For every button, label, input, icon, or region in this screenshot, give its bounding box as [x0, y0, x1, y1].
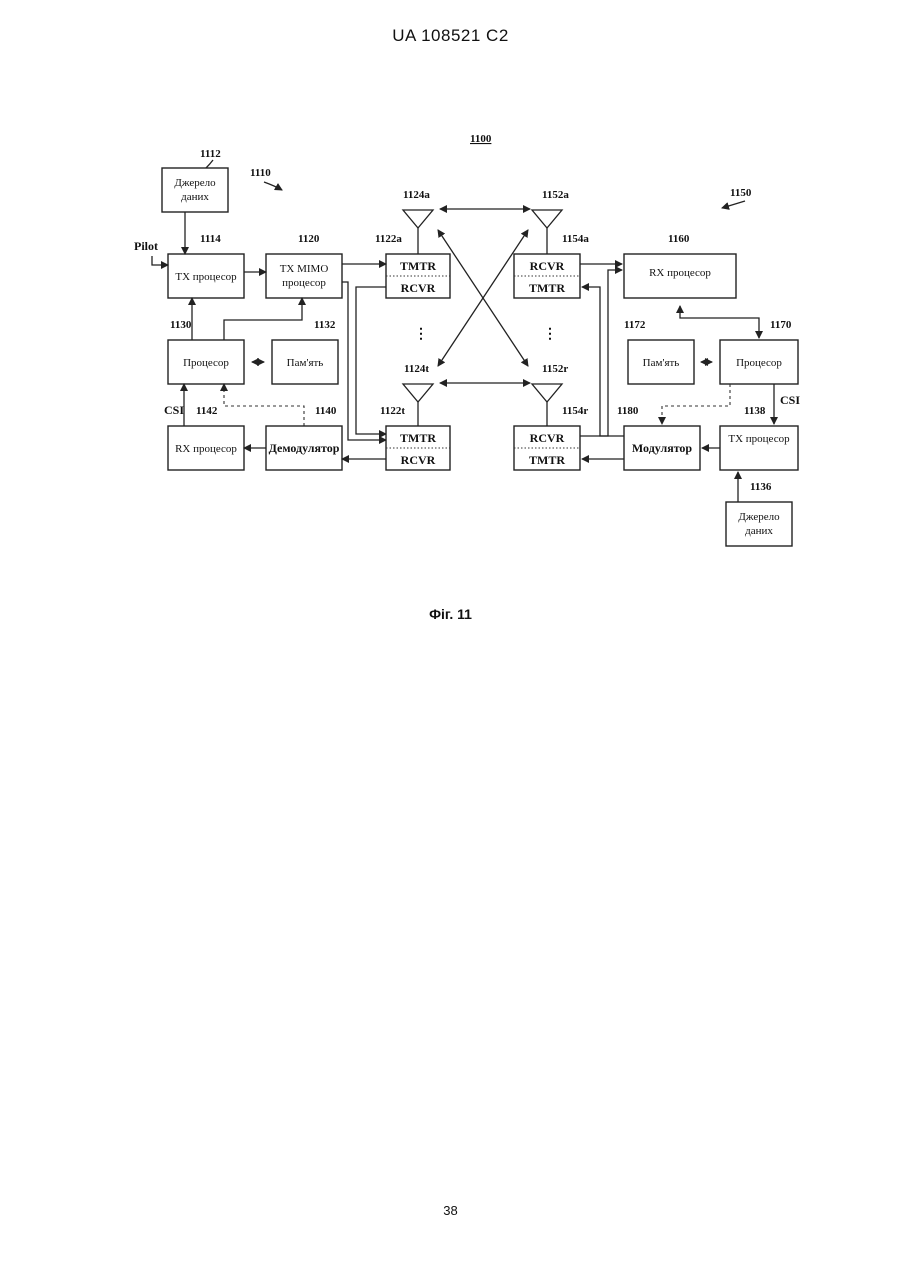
rcvr-1154r-label: RCVR — [530, 431, 565, 445]
data-source-left-label-2: даних — [181, 191, 209, 203]
ref-1122a: 1122a — [375, 233, 402, 245]
ref-1100: 1100 — [470, 133, 492, 145]
antenna-ellipsis-left: ⋮ — [414, 327, 428, 342]
ref-1152r: 1152r — [542, 363, 568, 375]
data-source-left-box — [162, 168, 228, 212]
ref-1142: 1142 — [196, 405, 218, 417]
modulator-label: Модулятор — [632, 441, 693, 455]
figure-caption: Фіг. 11 — [0, 606, 901, 622]
ref-1152a: 1152a — [542, 189, 569, 201]
page-number: 38 — [0, 1203, 901, 1218]
tx-processor-right-label: ТХ процесор — [728, 433, 790, 445]
ref-1140: 1140 — [315, 405, 337, 417]
ref-1170: 1170 — [770, 319, 792, 331]
mimo-system-diagram: 1100 1110 1150 Джерело даних 1112 ТХ про… — [0, 0, 901, 600]
ref-1160: 1160 — [668, 233, 690, 245]
csi-right-label: CSI — [780, 393, 800, 407]
antenna-ellipsis-right: ⋮ — [543, 327, 557, 342]
tx-mimo-processor-box — [266, 254, 342, 298]
memory-left-label: Пам'ять — [287, 357, 324, 369]
ref-1154r: 1154r — [562, 405, 588, 417]
ref-1122t: 1122t — [380, 405, 405, 417]
processor-left-label: Процесор — [183, 357, 229, 369]
rx-processor-left-label: RX процесор — [175, 443, 237, 455]
ref-1114: 1114 — [200, 233, 221, 245]
ref-1110: 1110 — [250, 167, 271, 179]
ref-1124a: 1124a — [403, 189, 430, 201]
processor-right-label: Процесор — [736, 357, 782, 369]
ref-1154a: 1154a — [562, 233, 589, 245]
ref-1136: 1136 — [750, 481, 772, 493]
ref-1124t: 1124t — [404, 363, 429, 375]
tmtr-1154r-label: TMTR — [529, 453, 565, 467]
tx-mimo-label-1: ТХ МІМО — [280, 263, 329, 275]
csi-left-label: CSI — [164, 403, 184, 417]
demodulator-label: Демодулятор — [269, 441, 340, 455]
data-source-right-label-2: даних — [745, 525, 773, 537]
ref-1130: 1130 — [170, 319, 192, 331]
ref-1150: 1150 — [730, 187, 752, 199]
ref-1120: 1120 — [298, 233, 320, 245]
tx-mimo-label-2: процесор — [282, 277, 326, 289]
rcvr-1154a-label: RCVR — [530, 259, 565, 273]
data-source-right-box — [726, 502, 792, 546]
ref-1112: 1112 — [200, 148, 221, 160]
ref-1138: 1138 — [744, 405, 766, 417]
data-source-left-label-1: Джерело — [174, 177, 216, 189]
rx-processor-right-label: RX процесор — [649, 267, 711, 279]
tmtr-1154a-label: TMTR — [529, 281, 565, 295]
memory-right-label: Пам'ять — [643, 357, 680, 369]
tx-processor-left-label: ТХ процесор — [175, 271, 237, 283]
rcvr-1122t-label: RCVR — [401, 453, 436, 467]
tmtr-1122t-label: TMTR — [400, 431, 436, 445]
rcvr-1122a-label: RCVR — [401, 281, 436, 295]
ref-1132: 1132 — [314, 319, 336, 331]
pilot-label: Pilot — [134, 239, 158, 253]
ref-1172: 1172 — [624, 319, 646, 331]
data-source-right-label-1: Джерело — [738, 511, 780, 523]
tmtr-1122a-label: TMTR — [400, 259, 436, 273]
ref-1180: 1180 — [617, 405, 639, 417]
